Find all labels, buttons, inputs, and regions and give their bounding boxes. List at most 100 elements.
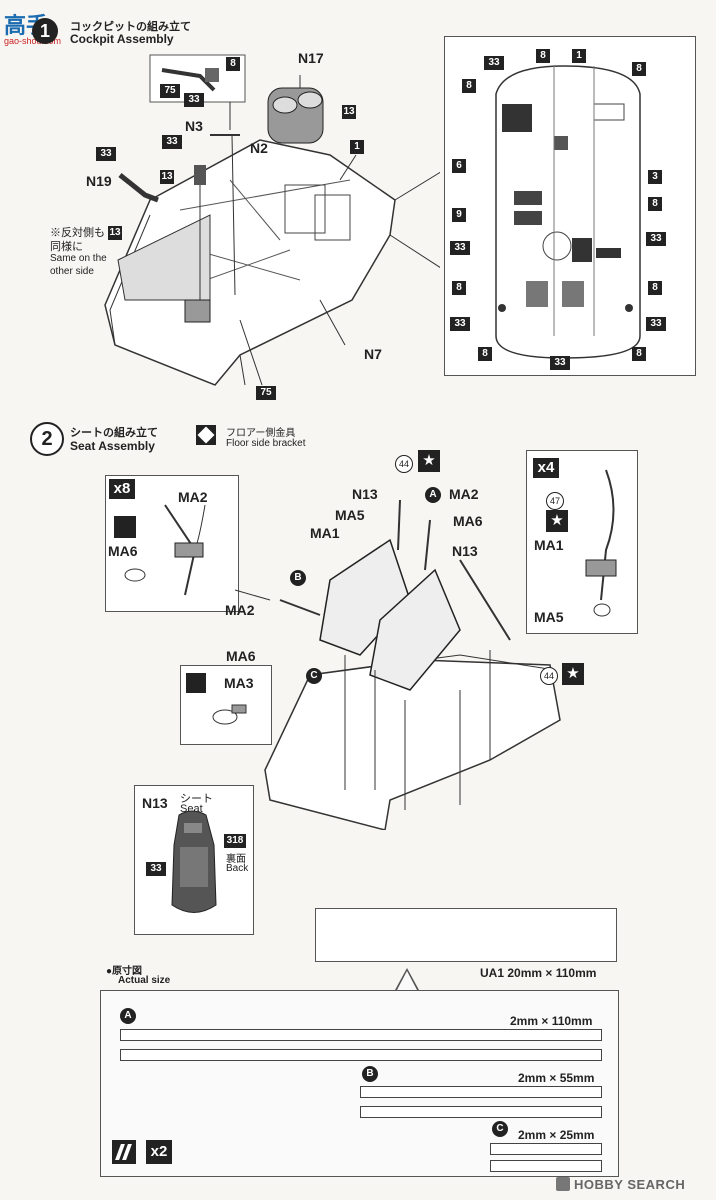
step1-number-badge: 1: [32, 18, 58, 44]
multiplier-x2: x2: [146, 1140, 172, 1164]
label-n3: N3: [185, 118, 203, 134]
note-jp-1: ※反対側も: [50, 227, 105, 239]
detail-part-8: 8: [648, 197, 662, 211]
bracket-icon: [186, 673, 206, 693]
right-box-ma5: MA5: [534, 609, 564, 625]
bracket-icon: [114, 516, 136, 538]
marker-a: A: [425, 487, 441, 503]
detail-part-33: 33: [484, 56, 504, 70]
part-75-callout: 75: [256, 386, 276, 400]
detail-part-8: 8: [632, 62, 646, 76]
left-box-ma2: MA2: [178, 489, 208, 505]
strip-b-marker: B: [362, 1066, 378, 1082]
strip-a-marker: A: [120, 1008, 136, 1024]
step2-number: 2: [41, 428, 53, 450]
multiplier-x8: x8: [109, 479, 135, 499]
step2-title-en: Seat Assembly: [70, 439, 155, 453]
panel-notch-inner: [397, 971, 417, 990]
step2-number-badge: 2: [30, 422, 64, 456]
label-ma6: MA6: [226, 648, 256, 664]
legend-en: Floor side bracket: [226, 438, 306, 449]
part-13-callout: 13: [342, 105, 356, 119]
strip-b-dimension: 2mm × 55mm: [518, 1071, 595, 1085]
part-33-callout: 33: [96, 147, 116, 161]
label-n2: N2: [250, 140, 268, 156]
multiplier-x4-text: x4: [537, 459, 555, 476]
detail-part-1: 1: [572, 49, 586, 63]
label-n19: N19: [86, 173, 112, 189]
part-44-callout: 44: [540, 667, 558, 685]
part-1-callout: 1: [350, 140, 364, 154]
strip-a-dimension: 2mm × 110mm: [510, 1014, 593, 1028]
right-box-ma1: MA1: [534, 537, 564, 553]
step1-number: 1: [39, 21, 50, 41]
seat-back-en: Back: [226, 863, 249, 874]
detail-part-6: 6: [452, 159, 466, 173]
part-44-callout: 44: [395, 455, 413, 473]
seat-assembly-drawing: [234, 499, 561, 830]
part-8-callout: 8: [226, 57, 240, 71]
label-n17: N17: [298, 50, 324, 66]
step2-title-jp: シートの組み立て: [70, 427, 158, 439]
detail-part-9: 9: [452, 208, 466, 222]
strip-a-2: [120, 1049, 602, 1061]
marker-b: B: [290, 570, 306, 586]
left-belt-drawing: [124, 504, 206, 596]
detail-part-8: 8: [536, 49, 550, 63]
label-n7: N7: [364, 346, 382, 362]
part-33-callout: 33: [184, 93, 204, 107]
strip-b-1: [360, 1086, 602, 1098]
strip-c-marker: C: [492, 1121, 508, 1137]
seat-part-318: 318: [224, 834, 246, 848]
step1-title-en: Cockpit Assembly: [70, 32, 174, 46]
detail-part-8: 8: [462, 79, 476, 93]
multiplier-x8-text: x8: [113, 480, 131, 497]
ua1-dimension: UA1 20mm × 110mm: [480, 966, 597, 980]
left-box-ma6: MA6: [108, 543, 138, 559]
multiplier-x4: x4: [533, 458, 559, 478]
cockpit-detail-drawing: [495, 65, 641, 359]
star-icon: ★: [546, 510, 568, 532]
seat-label-jp: シート: [180, 793, 213, 805]
detail-part-3: 3: [648, 170, 662, 184]
label-ma2: MA2: [449, 486, 479, 502]
seat-part-33: 33: [146, 862, 166, 876]
detail-part-33: 33: [646, 317, 666, 331]
detail-part-8: 8: [478, 347, 492, 361]
detail-part-33: 33: [646, 232, 666, 246]
detail-part-33: 33: [450, 317, 470, 331]
cut-tool-icon: [112, 1140, 136, 1164]
label-n13: N13: [352, 486, 378, 502]
label-ma1: MA1: [310, 525, 340, 541]
note-en-2: other side: [50, 266, 94, 277]
detail-part-8: 8: [648, 281, 662, 295]
marker-c: C: [306, 668, 322, 684]
right-belt-drawing: [585, 469, 617, 617]
strip-c-dimension: 2mm × 25mm: [518, 1128, 595, 1142]
seat-part-number: N13: [142, 795, 168, 811]
cockpit-assembly-drawing: [104, 54, 440, 386]
seat-back-drawing: [171, 810, 217, 913]
strip-b-2: [360, 1106, 602, 1118]
label-n13: N13: [452, 543, 478, 559]
star-icon: ★: [562, 663, 584, 685]
label-ma2: MA2: [225, 602, 255, 618]
actual-size-heading-jp: ●原寸図: [106, 966, 143, 977]
note-en-1: Same on the: [50, 253, 107, 264]
part-13-callout: 13: [108, 226, 122, 240]
step1-title-jp: コックピットの組み立て: [70, 21, 191, 33]
label-ma6: MA6: [453, 513, 483, 529]
strip-c-1: [490, 1143, 602, 1155]
floor-bracket-icon: [196, 425, 216, 445]
ua1-empty-box: [315, 908, 617, 962]
part-75-callout: 75: [160, 84, 180, 98]
part-13-callout: 13: [160, 170, 174, 184]
part-47-callout: 47: [546, 492, 564, 510]
watermark-subtext: gao-shou.com: [4, 36, 62, 46]
hobby-search-logo-icon: [556, 1177, 570, 1191]
actual-size-heading-en: Actual size: [118, 975, 171, 986]
label-ma5: MA5: [335, 507, 365, 523]
legend-jp: フロアー側金具: [226, 428, 296, 439]
star-icon: ★: [418, 450, 440, 472]
footer-brand: HOBBY SEARCH: [574, 1177, 686, 1192]
